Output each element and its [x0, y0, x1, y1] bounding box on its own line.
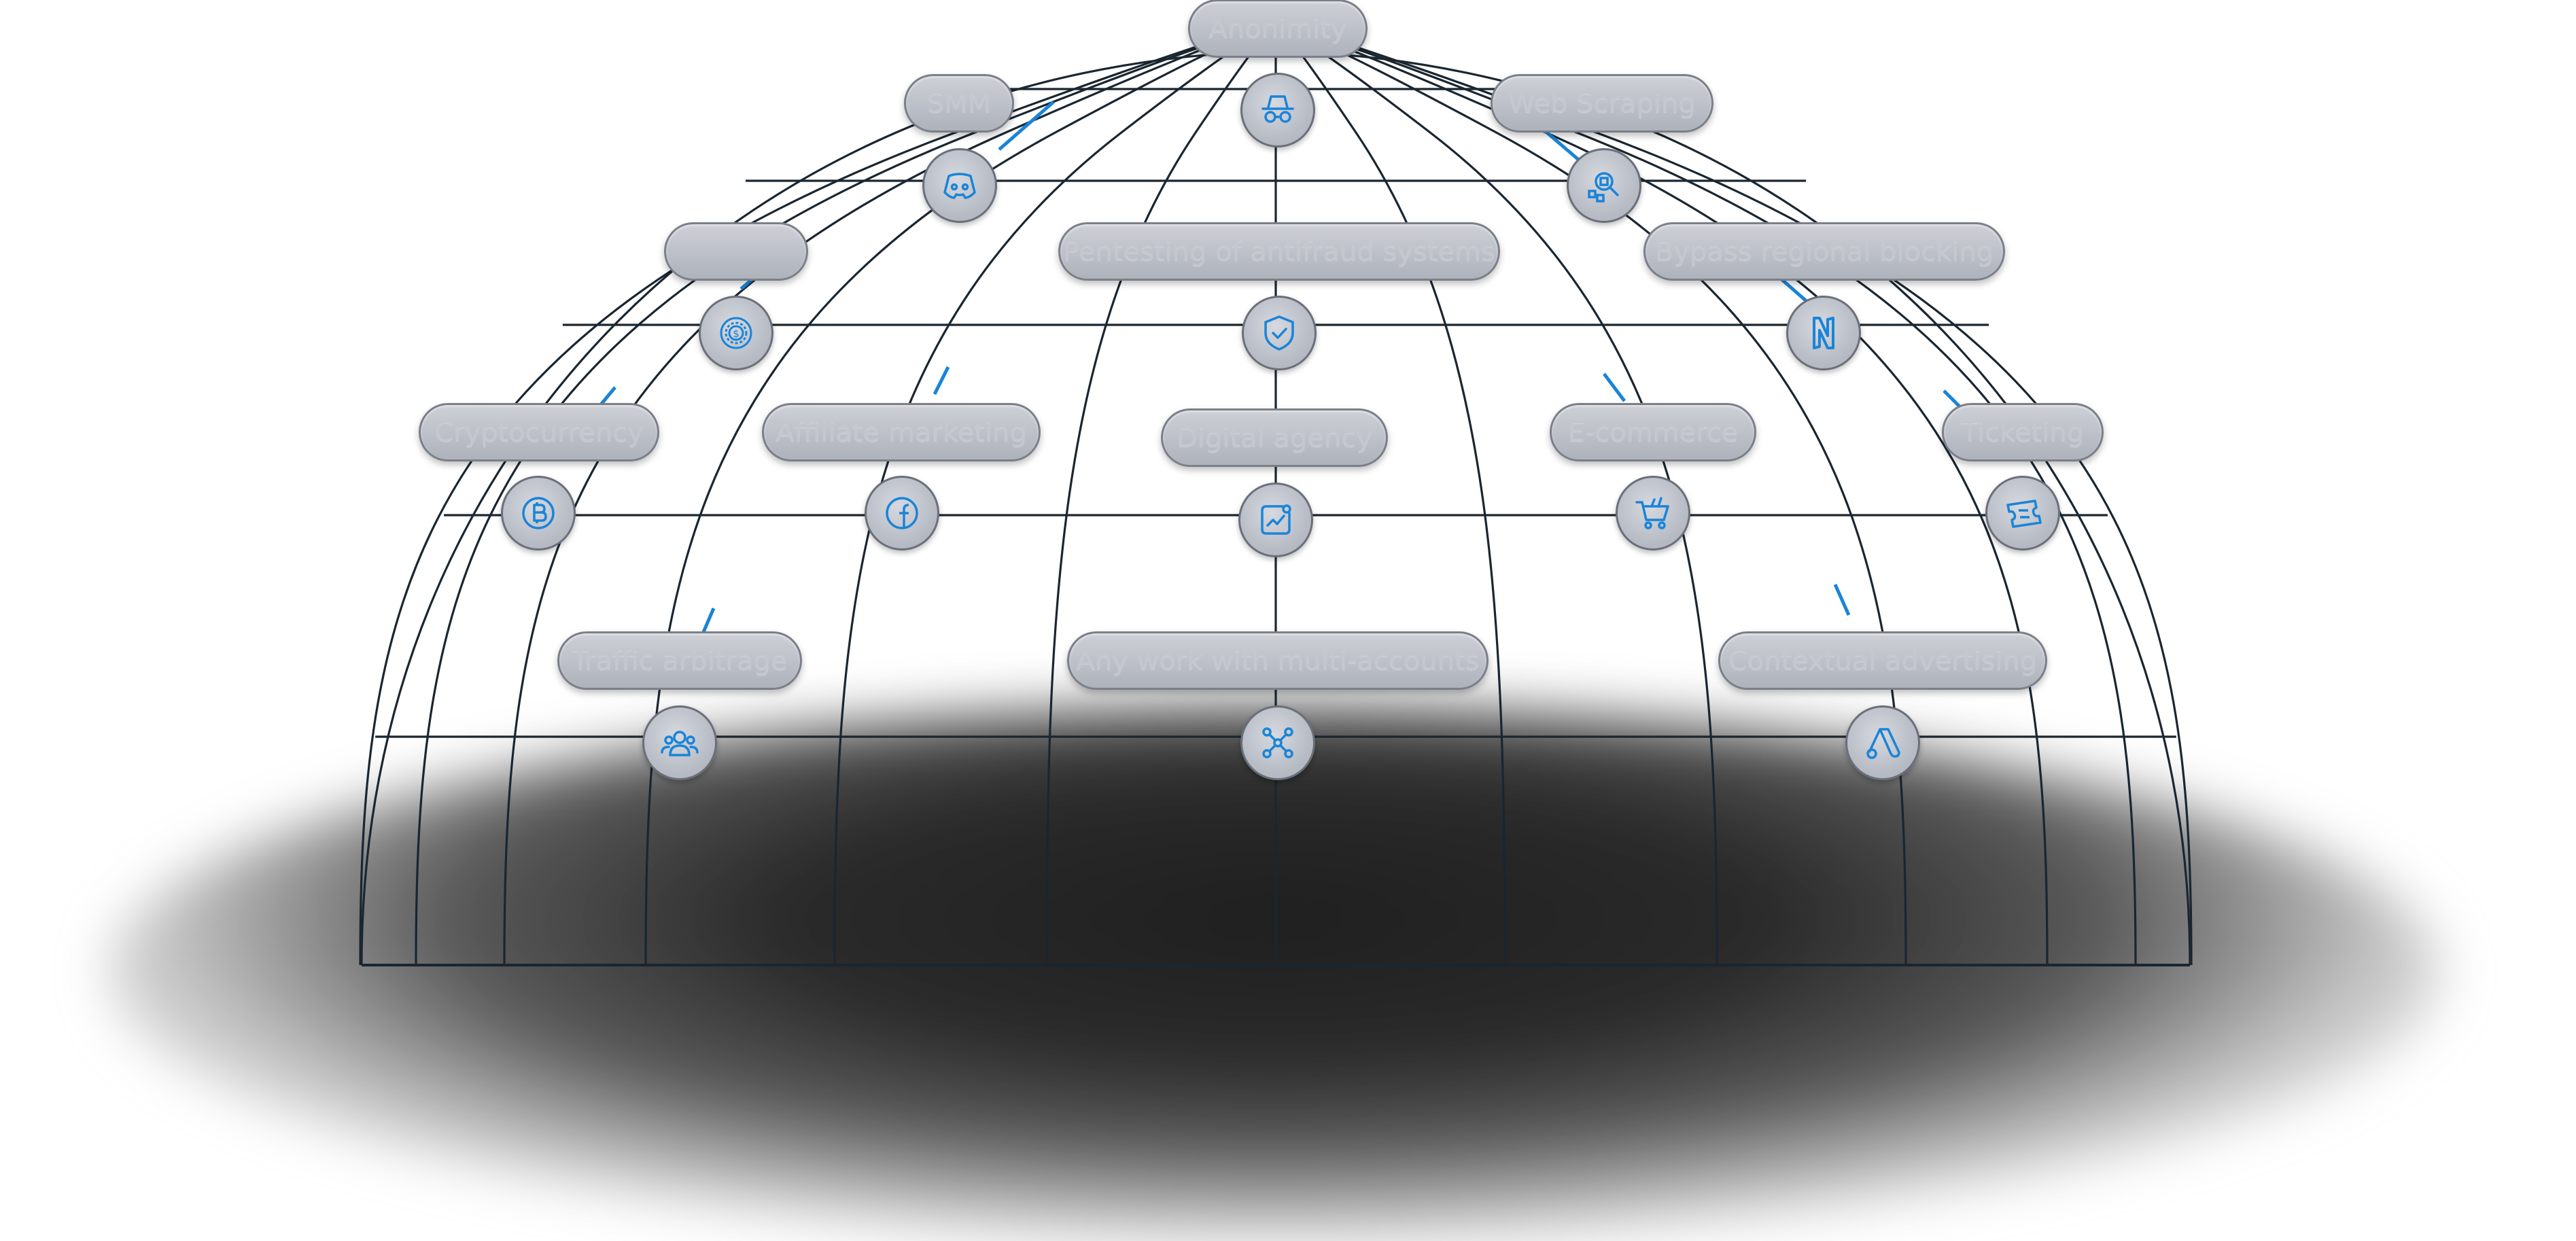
network-icon	[1262, 727, 1293, 758]
ticketing-pill: Ticketing	[1942, 403, 2104, 461]
ecommerce-pill: E-commerce	[1550, 403, 1756, 461]
digital-agency-node[interactable]	[1238, 483, 1313, 557]
smm-node[interactable]	[922, 148, 997, 223]
web-scraping-node[interactable]	[1567, 148, 1641, 223]
facebook-icon	[886, 497, 918, 529]
crypto-node[interactable]	[501, 476, 576, 550]
anonymity-pill: Anonimity	[1188, 0, 1368, 58]
traffic-pill: Traffic arbitrage	[557, 631, 802, 690]
digital-agency-pill: Digital agency	[1161, 408, 1388, 467]
discord-icon	[943, 173, 976, 199]
accent-stroke	[998, 101, 1055, 151]
globe-shadow	[109, 707, 2440, 1237]
accent-stroke	[1833, 583, 1851, 616]
contextual-pill: Contextual advertising	[1718, 631, 2047, 690]
gambling-pill	[664, 222, 808, 281]
users-icon	[661, 731, 699, 756]
affiliate-pill: Affiliate marketing	[762, 403, 1041, 461]
ticket-icon	[2006, 500, 2042, 528]
accent-stroke	[701, 608, 716, 633]
casino-chip-icon: $	[720, 317, 752, 349]
meridian-line	[1263, 13, 1506, 966]
bypass-pill: Bypass regional blocking	[1643, 222, 2005, 281]
multi-accounts-pill: Any work with multi-accounts	[1067, 631, 1489, 690]
netflix-icon	[1813, 317, 1834, 349]
bypass-node[interactable]	[1786, 296, 1861, 370]
traffic-node[interactable]	[642, 705, 717, 780]
gambling-node[interactable]: $	[699, 296, 773, 370]
multi-accounts-node[interactable]	[1240, 705, 1315, 780]
affiliate-node[interactable]	[865, 476, 939, 550]
ticketing-node[interactable]	[1985, 476, 2060, 550]
accent-stroke	[1779, 277, 1809, 304]
shield-check-icon	[1264, 315, 1294, 351]
incognito-icon	[1261, 95, 1294, 123]
svg-text:$: $	[733, 328, 739, 340]
google-ads-icon	[1866, 728, 1900, 759]
web-scraping-pill: Web Scraping	[1491, 74, 1713, 133]
growth-chart-icon	[1261, 504, 1291, 535]
accent-stroke	[1603, 372, 1626, 402]
scraping-icon	[1588, 172, 1619, 203]
accent-stroke	[1943, 389, 1962, 409]
contextual-node[interactable]	[1845, 705, 1920, 780]
pentesting-pill: Pentesting of antifraud systems	[1058, 222, 1500, 281]
shopping-cart-icon	[1635, 497, 1669, 529]
meridian-line	[1045, 13, 1289, 966]
crypto-pill: Cryptocurrency	[419, 403, 659, 461]
anonymity-node[interactable]	[1240, 73, 1315, 147]
smm-pill: SMM	[904, 74, 1014, 133]
ecommerce-node[interactable]	[1616, 476, 1690, 550]
accent-stroke	[933, 366, 950, 396]
pentesting-node[interactable]	[1242, 296, 1317, 370]
bitcoin-icon	[522, 497, 555, 529]
